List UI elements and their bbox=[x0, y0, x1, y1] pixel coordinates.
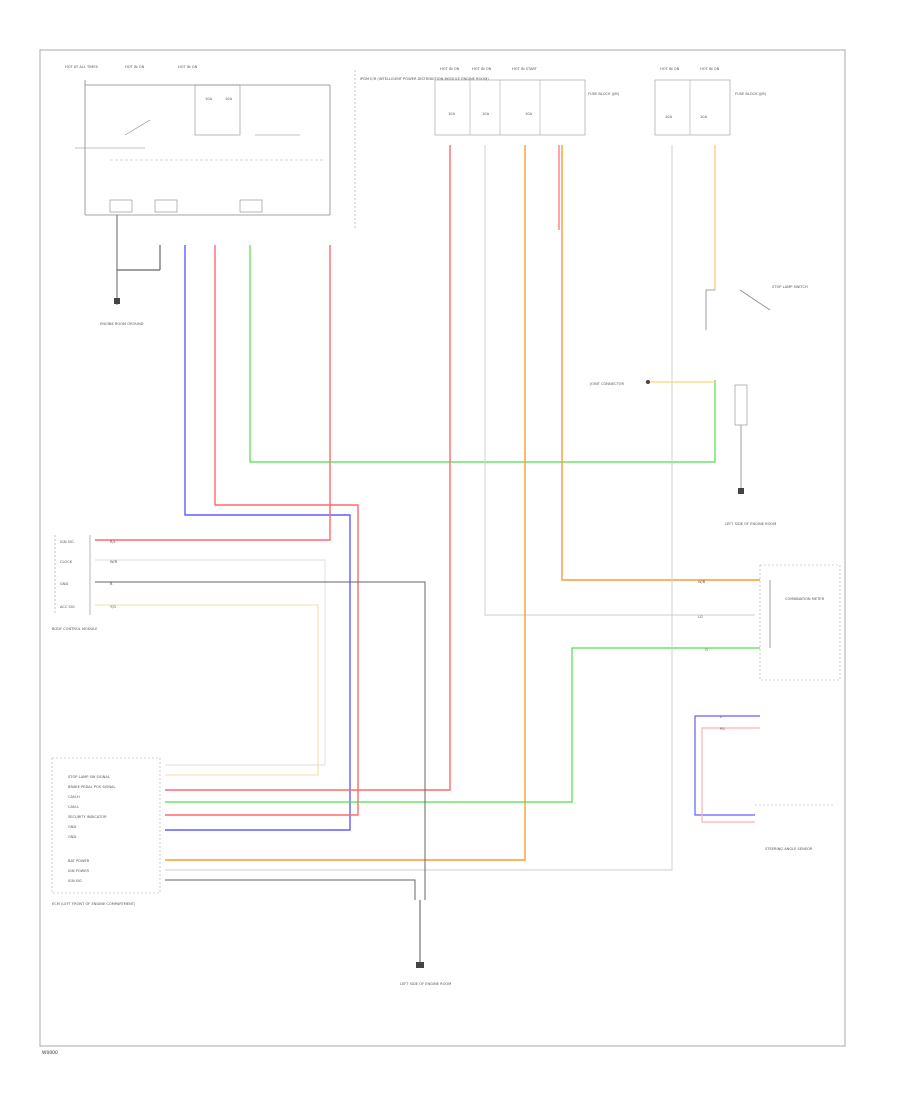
ecm-pin-6: GND bbox=[68, 825, 76, 829]
wire-color-4: Y/G bbox=[110, 605, 116, 609]
fuse-5: 10A bbox=[525, 112, 533, 116]
ecm-pin-9: IGN POWER bbox=[68, 869, 89, 873]
wire-orange-2 bbox=[561, 145, 760, 581]
wire-color-8: L bbox=[720, 715, 722, 719]
rh-module: STEERING ANGLE SENSOR bbox=[755, 804, 835, 851]
wire-color-3: B bbox=[110, 582, 113, 586]
fuse-7: 10A bbox=[700, 115, 708, 119]
hot-label-2: HOT IN ON bbox=[125, 65, 145, 69]
center-fuse-block: HOT IN ON HOT IN ON HOT IN START FUSE BL… bbox=[434, 67, 620, 136]
ecm-pin-2: BRAKE PEDAL POS SIGNAL bbox=[68, 785, 115, 789]
fuse-4: 10A bbox=[482, 112, 490, 116]
wire-pink-2 bbox=[701, 727, 760, 823]
left-module-label: BODY CONTROL MODULE bbox=[52, 627, 98, 631]
fuse-3: 10A bbox=[448, 112, 456, 116]
combination-meter-label: COMBINATION METER bbox=[785, 597, 825, 601]
brake-switch: STOP LAMP SWITCH JOINT CONNECTOR LEFT SI… bbox=[589, 285, 808, 526]
ecm-label: ECM (LEFT FRONT OF ENGINE COMPARTMENT) bbox=[52, 902, 136, 906]
wire-color-6: LG bbox=[698, 615, 703, 619]
hot-label-4: HOT IN ON bbox=[440, 67, 460, 71]
ecm-pin-5: SECURITY INDICATOR bbox=[68, 815, 107, 819]
diagram-border bbox=[39, 49, 846, 1047]
left-ground: ENGINE ROOM GROUND bbox=[100, 215, 161, 326]
wire-green-1 bbox=[249, 245, 716, 463]
fuse-block-label: FUSE BLOCK (J/B) bbox=[588, 92, 620, 96]
wire-orange-1 bbox=[165, 145, 526, 861]
wire-blue-2 bbox=[694, 715, 760, 816]
rh-module-label: STEERING ANGLE SENSOR bbox=[765, 847, 813, 851]
combination-meter: COMBINATION METER bbox=[759, 564, 841, 681]
ecm-block: STOP LAMP SW SIGNAL BRAKE PEDAL POS SIGN… bbox=[51, 757, 161, 906]
wire-green-2 bbox=[165, 647, 760, 803]
ecm-pin-4: CAN-L bbox=[68, 805, 79, 809]
hot-label-6: HOT IN START bbox=[512, 67, 538, 71]
ecm-pin-8: BAT POWER bbox=[68, 859, 90, 863]
ecm-pin-10: IGN SIG bbox=[68, 879, 82, 883]
pin-gnd: GND bbox=[60, 582, 68, 586]
ground-right-label: LEFT SIDE OF ENGINE ROOM bbox=[725, 522, 776, 526]
wire-gray-2 bbox=[165, 145, 673, 871]
hot-label-3: HOT IN ON bbox=[178, 65, 198, 69]
ecm-pin-3: CAN-H bbox=[68, 795, 80, 799]
pin-acc-sig: ACC SIG bbox=[60, 605, 75, 609]
ground-bottom-label: LEFT SIDE OF ENGINE ROOM bbox=[400, 982, 451, 986]
hot-label-7: HOT IN ON bbox=[660, 67, 680, 71]
wire-gray-3 bbox=[95, 559, 326, 766]
wire-dark bbox=[95, 581, 426, 900]
wire-blue bbox=[165, 245, 351, 831]
ecm-pin-1: STOP LAMP SW SIGNAL bbox=[68, 775, 110, 779]
hot-label-5: HOT IN ON bbox=[472, 67, 492, 71]
ipdm-label: IPDM E/R (INTELLIGENT POWER DISTRIBUTION… bbox=[360, 77, 489, 81]
right-fuse-block: HOT IN ON HOT IN ON FUSE BLOCK (J/B) 10A… bbox=[654, 67, 767, 136]
ecm-pin-7: GND bbox=[68, 835, 76, 839]
wire-red-2 bbox=[95, 245, 331, 541]
pin-clock: CLOCK bbox=[60, 560, 73, 564]
wire-color-5: W/B bbox=[698, 580, 706, 584]
right-fuse-label: FUSE BLOCK (J/B) bbox=[735, 92, 767, 96]
footer-code: W0000 bbox=[42, 1050, 58, 1056]
fuse-1: 10A bbox=[205, 97, 213, 101]
pin-ign-sig: IGN SIG bbox=[60, 540, 74, 544]
left-module: IGN SIG CLOCK GND ACC SIG BODY CONTROL M… bbox=[52, 535, 98, 631]
hot-label-1: HOT AT ALL TIMES bbox=[65, 65, 99, 69]
fuse-2: 10A bbox=[225, 97, 233, 101]
hot-label-8: HOT IN ON bbox=[700, 67, 720, 71]
brake-switch-label: STOP LAMP SWITCH bbox=[772, 285, 808, 289]
wire-color-7: G bbox=[705, 648, 708, 652]
wire-color-9: P/L bbox=[720, 727, 725, 731]
wire-red-3 bbox=[165, 145, 451, 791]
wire-red-1 bbox=[165, 245, 359, 816]
wire-color-1: R/L bbox=[110, 540, 116, 544]
wire-yellow-3 bbox=[95, 604, 319, 776]
wire-gray-1 bbox=[484, 145, 755, 616]
ipdm-block: HOT AT ALL TIMES HOT IN ON HOT IN ON IPD… bbox=[65, 65, 489, 230]
fuse-6: 10A bbox=[665, 115, 673, 119]
wire-color-2: W/R bbox=[110, 560, 118, 564]
ground-left-label: ENGINE ROOM GROUND bbox=[100, 322, 144, 326]
joint-connector-label: JOINT CONNECTOR bbox=[589, 382, 624, 386]
